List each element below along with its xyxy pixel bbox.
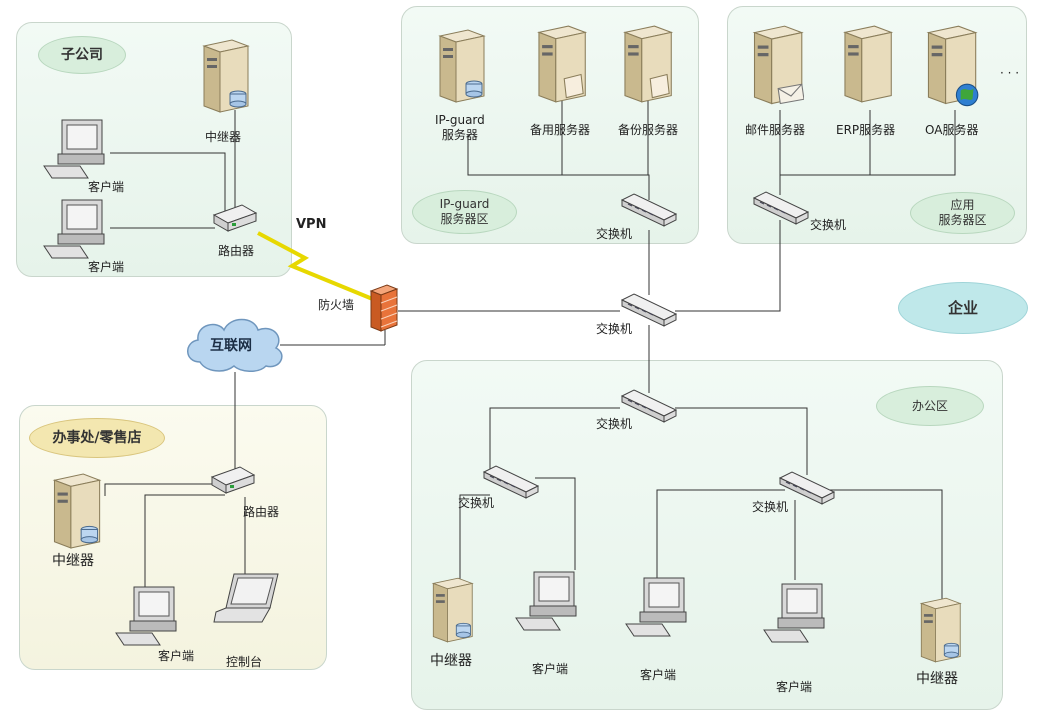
client-pc-icon [625, 577, 687, 637]
vpn-label: VPN [296, 217, 327, 232]
switch-label: 交换机 [810, 218, 847, 232]
firewall-label: 防火墙 [318, 298, 355, 312]
branch-office-label: 办事处/零售店 [29, 418, 165, 458]
enterprise-label: 企业 [898, 282, 1028, 334]
router-label: 路由器 [218, 244, 255, 258]
backup-server-2-label: 备份服务器 [618, 123, 679, 137]
client-label: 客户端 [640, 668, 677, 682]
oa-server-label: OA服务器 [925, 123, 979, 137]
laptop-console-icon [213, 573, 279, 623]
relay-server-icon [919, 597, 962, 663]
relay-label: 中继器 [430, 653, 472, 669]
oa-server-icon [926, 25, 979, 107]
ipguard-area-label: IP-guard 服务器区 [412, 190, 517, 234]
switch-icon [620, 193, 678, 227]
switch-icon [620, 389, 678, 423]
client-pc-icon [115, 586, 177, 646]
relay-label: 中继器 [205, 130, 242, 144]
switch-label: 交换机 [596, 227, 633, 241]
switch-label: 交换机 [458, 496, 495, 510]
client-pc-icon [43, 199, 105, 259]
router-icon [212, 204, 258, 232]
client-pc-icon [515, 571, 577, 631]
router-label: 路由器 [243, 505, 280, 519]
office-area-label: 办公区 [876, 386, 984, 426]
backup-server-icon [537, 25, 588, 103]
internet-label: 互联网 [210, 338, 252, 354]
client-label: 客户端 [158, 649, 195, 663]
ellipsis-label: · · · [1000, 66, 1020, 80]
relay-label: 中继器 [916, 671, 958, 687]
client-label: 客户端 [88, 260, 125, 274]
app-area-label: 应用 服务器区 [910, 192, 1015, 234]
internet-cloud-icon [187, 318, 283, 372]
subsidiary-label: 子公司 [38, 36, 126, 74]
relay-server-icon [202, 39, 250, 113]
router-icon [210, 466, 256, 494]
firewall-icon [369, 284, 399, 332]
switch-label: 交换机 [752, 500, 789, 514]
client-label: 客户端 [776, 680, 813, 694]
switch-label: 交换机 [596, 417, 633, 431]
backup-server-1-label: 备用服务器 [530, 123, 591, 137]
client-label: 客户端 [532, 662, 569, 676]
erp-server-icon [843, 25, 894, 103]
ipguard-server-icon [438, 29, 486, 103]
core-switch-icon [620, 293, 678, 327]
switch-icon [752, 191, 810, 225]
relay-server-icon [52, 473, 102, 549]
ipguard-server-label: IP-guard 服务器 [435, 113, 485, 142]
mail-server-icon [752, 25, 804, 105]
switch-label: 交换机 [596, 322, 633, 336]
relay-label: 中继器 [52, 553, 94, 569]
erp-server-label: ERP服务器 [836, 123, 896, 137]
client-label: 客户端 [88, 180, 125, 194]
switch-icon [482, 465, 540, 499]
client-pc-icon [763, 583, 825, 643]
mail-server-label: 邮件服务器 [745, 123, 806, 137]
switch-icon [778, 471, 836, 505]
relay-server-icon [431, 577, 474, 643]
client-pc-icon [43, 119, 105, 179]
console-label: 控制台 [226, 655, 263, 669]
backup-server-icon [623, 25, 674, 103]
